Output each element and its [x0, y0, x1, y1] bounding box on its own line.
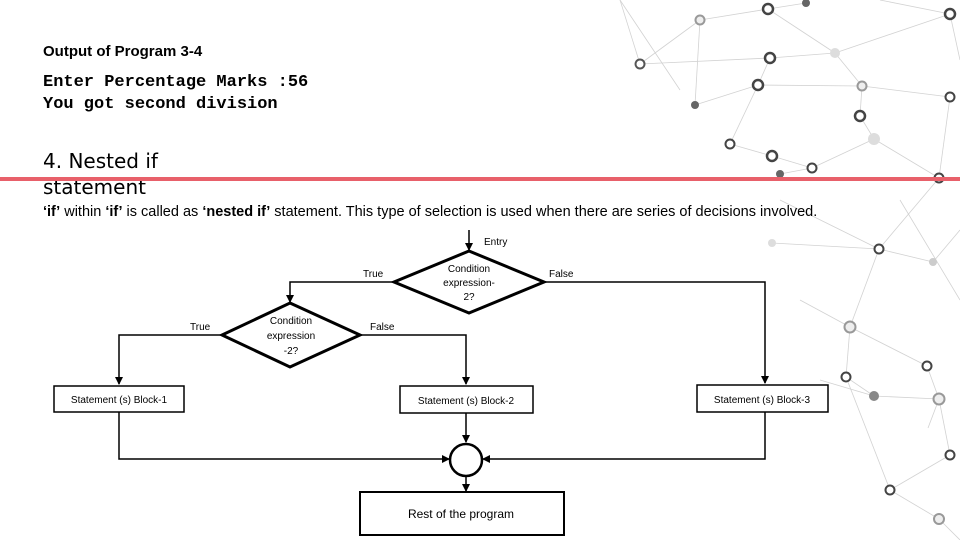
desc-keyword-2: ‘if’ [105, 204, 123, 220]
block-3-label: Statement (s) Block-3 [714, 395, 811, 406]
desc-keyword-1: ‘if’ [43, 204, 61, 220]
outer-cond-line-1: Condition [448, 264, 490, 275]
rest-box [359, 491, 565, 536]
outer-cond-line-2: expression- [443, 278, 495, 289]
block-3-to-join [482, 412, 766, 463]
desc-keyword-3: ‘nested if’ [202, 204, 271, 220]
desc-text-3: statement. This type of selection is use… [270, 204, 818, 220]
inner-true-label: True [190, 322, 211, 333]
outer-false-line [544, 281, 769, 384]
block-1-box [53, 385, 185, 413]
outer-false-label: False [549, 269, 574, 280]
outer-condition-diamond [390, 249, 548, 315]
network-nodes [634, 0, 957, 525]
desc-text-2: is called as [122, 204, 203, 220]
description: ‘if’ within ‘if’ is called as ‘nested if… [43, 204, 943, 220]
inner-true-line [115, 334, 222, 385]
block-1-to-join [118, 412, 450, 463]
inner-condition-diamond [218, 301, 364, 369]
block-3-box [696, 384, 829, 413]
join-connector [448, 442, 484, 478]
desc-text-1: within [60, 204, 106, 220]
block-1-label: Statement (s) Block-1 [71, 395, 168, 406]
inner-false-label: False [370, 322, 395, 333]
inner-cond-line-3: -2? [284, 346, 299, 357]
outer-true-line [286, 281, 394, 303]
output-heading: Output of Program 3-4 [43, 43, 203, 60]
outer-cond-line-3: 2? [463, 292, 475, 303]
outer-true-label: True [363, 269, 384, 280]
inner-cond-line-1: Condition [270, 316, 312, 327]
block-2-label: Statement (s) Block-2 [418, 396, 515, 407]
console-line-2: You got second division [43, 95, 278, 114]
rest-label: Rest of the program [408, 507, 514, 521]
inner-false-line [360, 334, 470, 385]
accent-rule [0, 177, 960, 181]
entry-label: Entry [484, 237, 507, 248]
inner-cond-line-2: expression [267, 331, 315, 342]
console-line-1: Enter Percentage Marks :56 [43, 73, 309, 92]
